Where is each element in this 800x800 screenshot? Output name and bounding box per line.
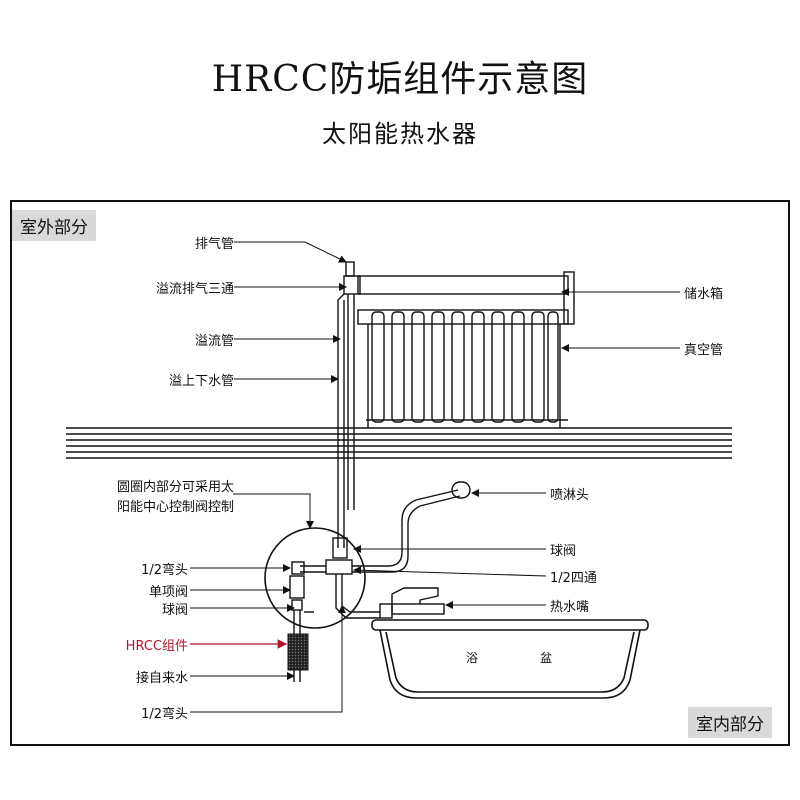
label-vacuum-tube: 真空管 [684, 343, 724, 358]
page-subtitle: 太阳能热水器 [322, 120, 478, 148]
label-ball-valve-left: 球阀 [161, 603, 188, 618]
leader-lines [190, 241, 680, 713]
label-tank: 储水箱 [684, 287, 724, 302]
roof-lines [66, 427, 732, 459]
solar-heater [337, 261, 575, 548]
label-elbow-bottom: 1/2弯头 [141, 707, 188, 722]
label-check-valve: 单项阀 [148, 585, 188, 600]
valve-assembly [289, 481, 471, 682]
label-elbow-top: 1/2弯头 [141, 563, 188, 578]
label-tap-water: 接自来水 [135, 671, 188, 686]
label-hot-tap: 热水嘴 [550, 600, 590, 615]
control-circle [264, 527, 366, 629]
region-indoor: 室内部分 [688, 707, 772, 738]
label-overflow-tee: 溢流排气三通 [155, 282, 234, 297]
hot-tap-drawing [379, 587, 445, 619]
label-circle-note-1: 圆圈内部分可采用太 [116, 480, 234, 495]
label-exhaust-pipe: 排气管 [194, 237, 234, 252]
label-hrcc: HRCC组件 [125, 639, 188, 654]
tub-label-right: 盆 [540, 651, 553, 665]
hrcc-unit [287, 633, 309, 671]
label-shower-head: 喷淋头 [550, 488, 590, 503]
label-four-way: 1/2四通 [550, 571, 597, 586]
bathtub [371, 619, 649, 699]
label-circle-note-2: 阳能中心控制阀控制 [116, 500, 234, 515]
label-ball-valve-right: 球阀 [550, 544, 577, 559]
tub-label-left: 浴 [466, 651, 479, 665]
diagram-frame [10, 200, 790, 746]
label-updown-pipe: 溢上下水管 [168, 374, 234, 389]
region-outdoor: 室外部分 [12, 210, 96, 241]
page-title: HRCC防垢组件示意图 [211, 59, 589, 100]
label-overflow-pipe: 溢流管 [194, 334, 234, 349]
